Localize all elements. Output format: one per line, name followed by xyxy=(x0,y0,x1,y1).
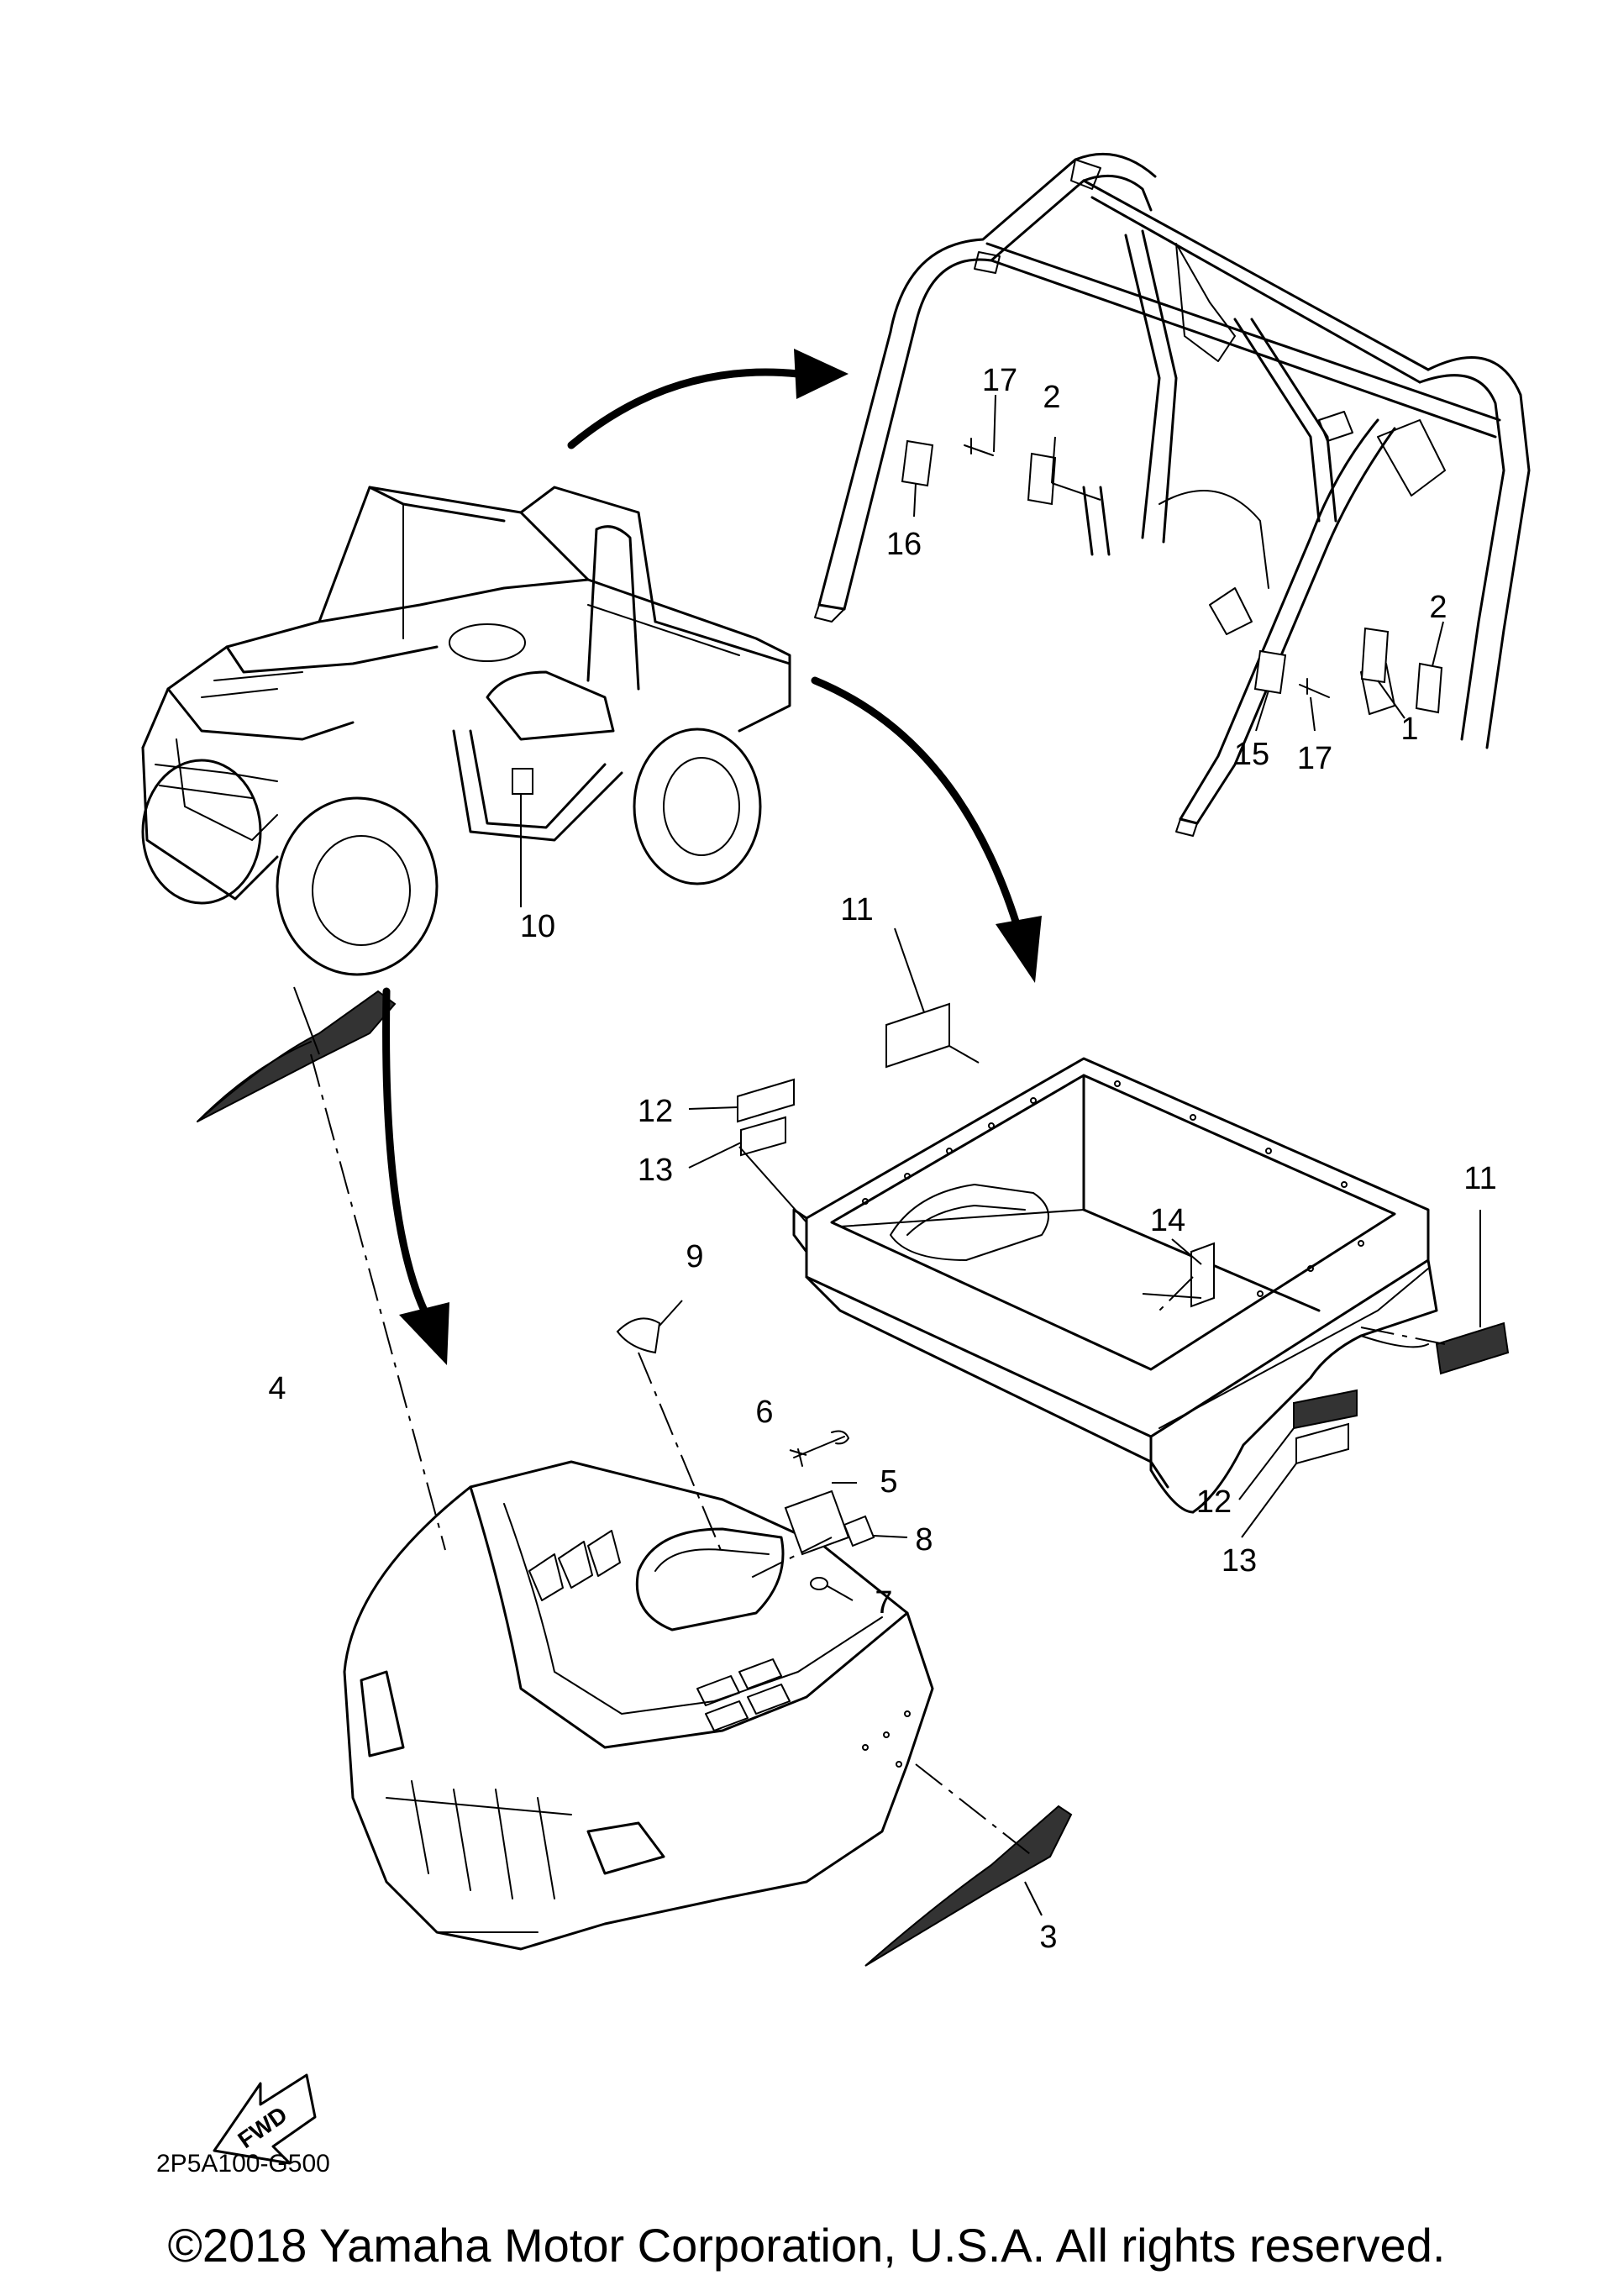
callout-11b: 11 xyxy=(1463,1161,1496,1196)
decal-4 xyxy=(197,990,397,1122)
decal-1 xyxy=(1360,627,1390,684)
decal-12b-yamaha xyxy=(1293,1389,1358,1430)
decal-14 xyxy=(1190,1242,1215,1308)
rivet-17b xyxy=(1299,678,1330,698)
callout-15: 15 xyxy=(1234,737,1269,772)
rivet-6 xyxy=(793,1430,849,1467)
decal-8 xyxy=(843,1515,875,1547)
installation-lines xyxy=(310,1053,1446,1857)
bed-decals xyxy=(737,1002,1349,1465)
roll-cage-illustration xyxy=(814,152,1531,837)
callout-13a: 13 xyxy=(638,1153,673,1188)
direction-arrows xyxy=(382,349,1042,1365)
leader-lines xyxy=(293,394,1481,1916)
callout-1: 1 xyxy=(1400,712,1418,747)
callout-17a: 17 xyxy=(982,363,1017,398)
decal-10 xyxy=(512,768,533,795)
callout-8: 8 xyxy=(915,1522,933,1558)
decal-2b xyxy=(1415,662,1443,714)
diagram-code: 2P5A100-G500 xyxy=(156,2150,330,2178)
decal-16 xyxy=(901,439,934,487)
rivet-17a xyxy=(964,438,994,456)
vehicle-overview-illustration xyxy=(141,486,791,976)
decal-15 xyxy=(1253,649,1287,695)
callout-12b: 12 xyxy=(1196,1484,1232,1520)
callout-17b: 17 xyxy=(1297,741,1332,776)
callout-13b: 13 xyxy=(1222,1543,1257,1579)
decal-2a xyxy=(1027,452,1057,506)
callout-16: 16 xyxy=(886,527,922,562)
callout-5: 5 xyxy=(880,1464,897,1500)
decal-12a xyxy=(737,1078,795,1123)
decal-13b xyxy=(1295,1422,1349,1465)
decal-9 xyxy=(616,1317,661,1354)
cargo-bed-illustration xyxy=(792,1057,1510,1514)
callout-6: 6 xyxy=(755,1395,773,1430)
roll-cage-decals xyxy=(901,438,1443,714)
callout-labels: 17 2 16 2 1 15 17 10 11 11 12 13 14 9 4 … xyxy=(268,363,1496,1955)
decal-11b-4x4 xyxy=(1435,1321,1510,1375)
callout-9: 9 xyxy=(686,1239,703,1274)
callout-4: 4 xyxy=(268,1371,286,1406)
callout-7: 7 xyxy=(875,1585,892,1621)
callout-2b: 2 xyxy=(1429,590,1447,625)
callout-12a: 12 xyxy=(638,1094,673,1129)
decal-13a xyxy=(740,1116,786,1157)
callout-2a: 2 xyxy=(1043,380,1060,415)
decal-11a xyxy=(885,1002,950,1069)
callout-10: 10 xyxy=(520,909,555,944)
hood-illustration xyxy=(343,1460,934,1951)
callout-14: 14 xyxy=(1150,1203,1185,1238)
callout-3: 3 xyxy=(1039,1920,1057,1955)
callout-11a: 11 xyxy=(840,892,873,927)
copyright-notice: ©2018 Yamaha Motor Corporation, U.S.A. A… xyxy=(167,2219,1446,2272)
grommet-7 xyxy=(810,1577,828,1590)
